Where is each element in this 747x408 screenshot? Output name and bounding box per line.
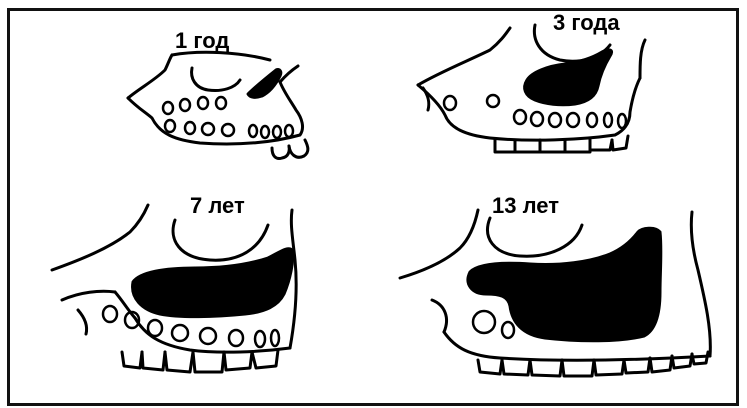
panel-3-years-skull (418, 25, 645, 152)
panel-7-years-skull (52, 205, 296, 372)
sinus-3-years (525, 50, 612, 105)
panel-13-years-skull (400, 210, 710, 376)
sinus-1-year (248, 69, 281, 97)
panel-1-year-skull (128, 52, 308, 158)
